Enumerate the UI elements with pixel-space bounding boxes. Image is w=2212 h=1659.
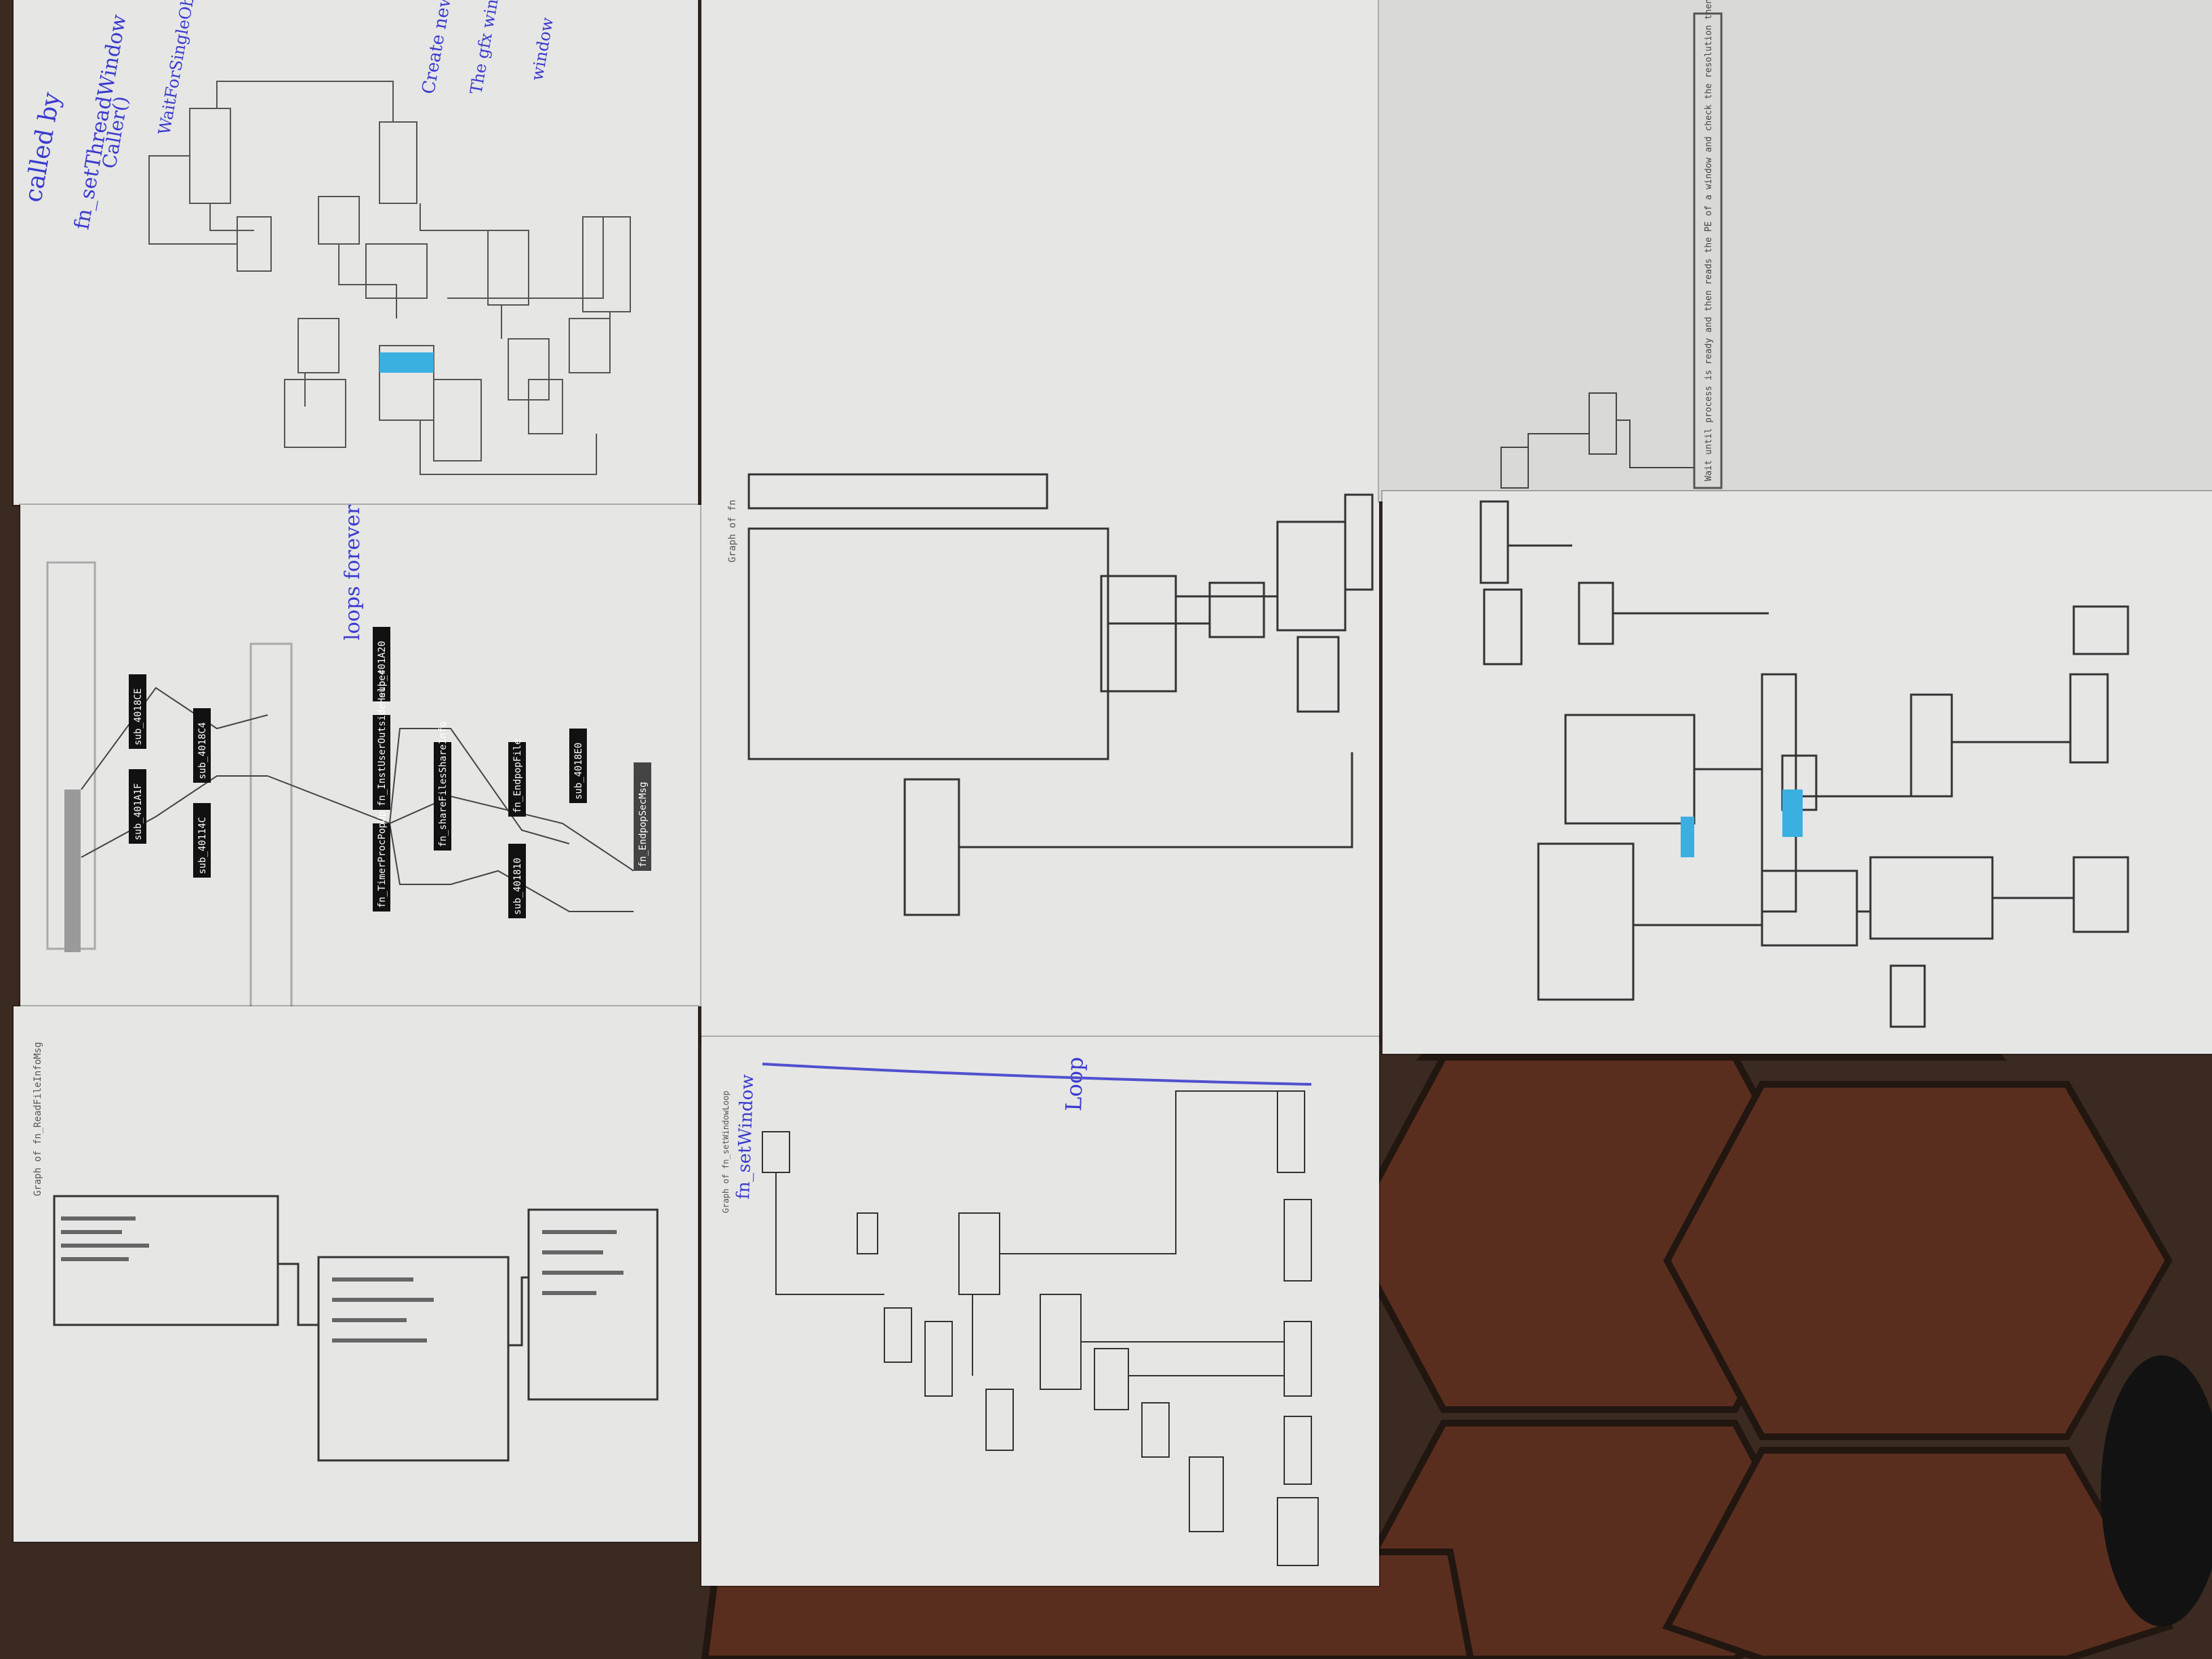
sheet-title: Graph of fn_ReadFileInfoMsg [33, 1042, 43, 1196]
printout-top-left: called by fn_setThreadWindow Caller() Wa… [14, 0, 698, 505]
handwriting-window: window [527, 16, 557, 82]
node-sub-4018ce [129, 674, 146, 749]
node-label: sub_401A1F [133, 783, 144, 840]
handwriting-wait: WaitForSingleObject [155, 0, 203, 136]
node-sub-401a1f [129, 769, 146, 844]
node-fn-endpopsecmsg [634, 762, 651, 871]
node-fn-instuser [373, 715, 390, 810]
handwriting-gfx: The gfx window [466, 0, 508, 96]
node-label: sub_4018E0 [573, 743, 584, 800]
printout-middle-top: Graph of fn [701, 0, 1379, 1044]
node-label: fn_InstUserOutsideHelper [377, 670, 388, 806]
node-label: fn_EndpopSecMsg [638, 782, 649, 867]
right-top-graph: Wait until process is ready and then rea… [1500, 0, 1723, 489]
highlight-mark [380, 352, 434, 373]
highlight-mark [1782, 790, 1803, 837]
callgraph-nodes [129, 627, 651, 918]
node-label: fn_shareFilesShareInfo [438, 722, 449, 847]
node-label: fn_TimerProcPopUp [377, 811, 388, 908]
node-sub-401a20 [373, 627, 390, 701]
right-bottom-graph [1479, 500, 2129, 1028]
node-sub-40114c [193, 803, 211, 878]
printout-callgraph: sub_4018CE sub_401A1F sub_4018C4 sub_401… [20, 505, 705, 1006]
node-sub-4018c4 [193, 708, 211, 783]
node-label: fn_EndpopFile [512, 739, 523, 813]
callgraph-drawing: sub_4018CE sub_401A1F sub_4018C4 sub_401… [46, 505, 651, 1006]
handwriting-called-by: called by [19, 89, 66, 204]
handwriting-setwindow: fn_setWindow [733, 1074, 758, 1200]
node-label: sub_4018C4 [197, 722, 208, 779]
middle-bottom-graph: fn_setWindow Loop Graph of fn_setWindowL… [721, 1057, 1319, 1566]
handwriting-loops: loops forever [341, 505, 365, 640]
node-fn-endpopfile [508, 742, 526, 817]
highlight-mark [1681, 817, 1694, 857]
sheet-title: Graph of fn [727, 499, 738, 562]
printout-right-bottom [1382, 491, 2212, 1054]
printout-bottom-left: Graph of fn_ReadFileInfoMsg [14, 1006, 698, 1542]
printout-right-top: Wait until process is ready and then rea… [1379, 0, 2212, 501]
node-fn-sharefiles [434, 742, 451, 851]
node-label: sub_4018CE [133, 689, 144, 745]
node-sub-4018e0 [569, 729, 587, 803]
middle-graph: Graph of fn [727, 473, 1374, 916]
node-fn-timerproc [373, 823, 390, 912]
handwriting-loop: Loop [1061, 1057, 1088, 1112]
node-label: sub_401A20 [377, 641, 388, 698]
node-sub-401810 [508, 844, 526, 918]
sheet-title: Graph of fn_setWindowLoop [721, 1090, 731, 1213]
comment-box-text: Wait until process is ready and then rea… [1704, 0, 1714, 481]
handwriting-create: Create new gs() [418, 0, 463, 96]
node-label: sub_40114C [197, 817, 208, 874]
flowgraph-drawing: called by fn_setThreadWindow Caller() Wa… [19, 0, 631, 475]
node-label: sub_401810 [512, 858, 523, 915]
function-graph: Graph of fn_ReadFileInfoMsg [33, 1042, 659, 1462]
printout-middle-bottom: fn_setWindow Loop Graph of fn_setWindowL… [701, 1037, 1379, 1586]
